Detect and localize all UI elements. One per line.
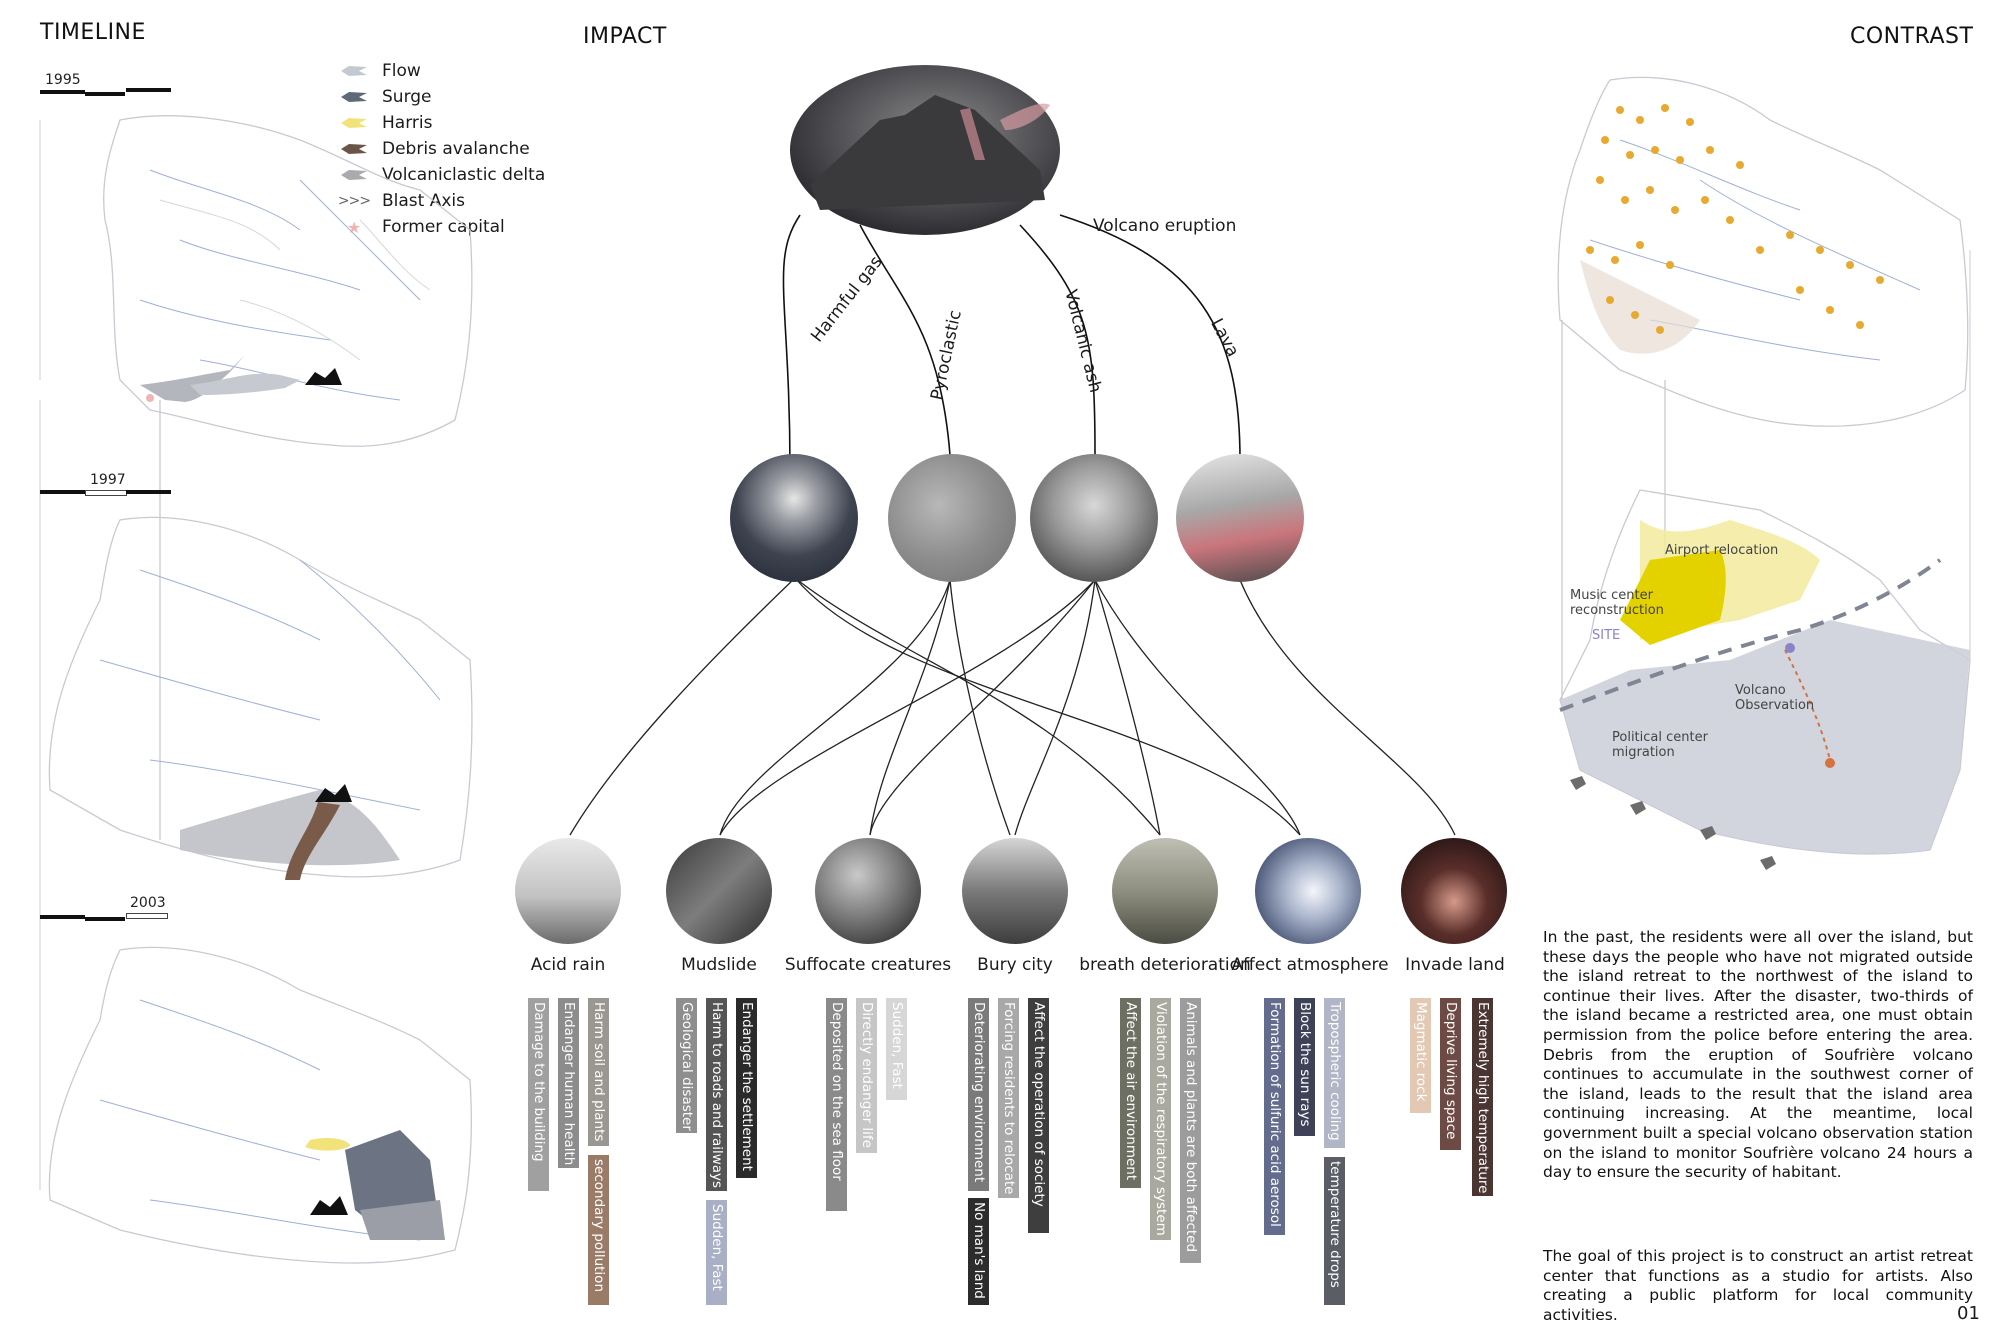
year-label-2003: 2003 bbox=[130, 895, 166, 911]
volcanic-ash-photo bbox=[1030, 454, 1158, 582]
legend-label: Former capital bbox=[382, 217, 505, 237]
impact-tag: Deprive living space bbox=[1440, 998, 1461, 1150]
map-zoning bbox=[1559, 489, 1971, 870]
map-label-music-center: Music center reconstruction bbox=[1570, 588, 1664, 618]
impact-tag: Sudden, Fast bbox=[706, 1200, 727, 1305]
year-bar bbox=[126, 88, 171, 92]
year-bar bbox=[126, 913, 168, 919]
impact-tag: Deposited on the sea floor bbox=[826, 998, 847, 1211]
impact-tag: Directly endanger life bbox=[856, 998, 877, 1153]
description-paragraph: In the past, the residents were all over… bbox=[1543, 928, 1973, 1182]
legend-label: Surge bbox=[382, 87, 432, 107]
impact-tag: secondary pollution bbox=[588, 1155, 609, 1305]
bury-city-photo bbox=[962, 838, 1068, 944]
contrast-maps bbox=[1557, 76, 1971, 870]
year-bar bbox=[40, 90, 85, 94]
impact-tag: Harm to roads and railways bbox=[706, 998, 727, 1191]
delta-arrow-icon bbox=[338, 168, 370, 182]
acid-rain-photo bbox=[515, 838, 621, 944]
impact-tag: Tropospheric cooling bbox=[1324, 998, 1345, 1148]
impact-tag: Damage to the building bbox=[528, 998, 549, 1191]
legend-item-blast: >>> Blast Axis bbox=[338, 188, 545, 214]
year-label-1997: 1997 bbox=[90, 472, 126, 488]
legend-label: Blast Axis bbox=[382, 191, 465, 211]
impact-tag: Forcing residents to relocate bbox=[998, 998, 1019, 1198]
suffocate-creatures-photo bbox=[815, 838, 921, 944]
timeline-heading: TIMELINE bbox=[40, 20, 146, 45]
year-bar bbox=[126, 490, 171, 494]
mudslide-photo bbox=[666, 838, 772, 944]
year-bar bbox=[85, 917, 125, 921]
impact-label-acid-rain: Acid rain bbox=[530, 955, 606, 975]
map-label-volcano-observation: Volcano Observation bbox=[1735, 683, 1815, 713]
flow-arrow-icon bbox=[338, 64, 370, 78]
volcano-photo bbox=[790, 65, 1060, 235]
impact-label-mudslide: Mudslide bbox=[681, 955, 757, 975]
impact-tag: Harm soil and plants bbox=[588, 998, 609, 1146]
volcano-eruption-label: Volcano eruption bbox=[1093, 216, 1237, 236]
legend-label: Volcaniclastic delta bbox=[382, 165, 546, 185]
impact-label-bury-city: Bury city bbox=[977, 955, 1053, 975]
impact-tag: Endanger the settlement bbox=[736, 998, 757, 1178]
legend-item-delta: Volcaniclastic delta bbox=[338, 162, 545, 188]
debris-arrow-icon bbox=[338, 142, 370, 156]
legend-label: Flow bbox=[382, 61, 421, 81]
legend-item-harris: Harris bbox=[338, 110, 545, 136]
impact-label-breath-deterioration: breath deterioration bbox=[1079, 955, 1251, 975]
star-icon: ★ bbox=[346, 217, 362, 237]
impact-tag: Block the sun rays bbox=[1294, 998, 1315, 1136]
legend-item-flow: Flow bbox=[338, 58, 545, 84]
impact-tag: Extremely high temperature bbox=[1472, 998, 1493, 1196]
impact-tag: Affect the air environment bbox=[1120, 998, 1141, 1188]
year-bar bbox=[85, 92, 125, 96]
map-label-political-center: Political center migration bbox=[1612, 730, 1708, 760]
legend-label: Debris avalanche bbox=[382, 139, 530, 159]
impact-tag: Endanger human health bbox=[558, 998, 579, 1168]
year-bar bbox=[40, 490, 85, 494]
breath-deterioration-photo bbox=[1112, 838, 1218, 944]
surge-arrow-icon bbox=[338, 90, 370, 104]
year-bar bbox=[40, 915, 85, 919]
harris-arrow-icon bbox=[338, 116, 370, 130]
timeline-maps bbox=[39, 115, 473, 1264]
impact-tag: Affect the operation of society bbox=[1028, 998, 1049, 1233]
impact-label-suffocate-creatures: Suffocate creatures bbox=[784, 955, 952, 975]
page-number: 01 bbox=[1957, 1303, 1980, 1324]
impact-label-invade-land: Invade land bbox=[1405, 955, 1505, 975]
map-1997 bbox=[48, 516, 473, 880]
impact-tag: Deteriorating environment bbox=[968, 998, 989, 1191]
map-settlements bbox=[1557, 76, 1969, 427]
impact-tag: Animals and plants are both affected bbox=[1180, 998, 1201, 1263]
impact-tag: Violation of the respiratory system bbox=[1150, 998, 1171, 1240]
affect-atmosphere-photo bbox=[1255, 838, 1361, 944]
map-label-site: SITE bbox=[1592, 628, 1621, 643]
impact-heading: IMPACT bbox=[583, 24, 667, 49]
map-2003 bbox=[48, 946, 472, 1264]
map-label-airport: Airport relocation bbox=[1665, 543, 1779, 558]
map-1995 bbox=[103, 115, 473, 447]
year-label-1995: 1995 bbox=[45, 72, 81, 88]
impact-tag: Magmatic rock bbox=[1410, 998, 1431, 1113]
impact-tag: temperature drops bbox=[1324, 1157, 1345, 1305]
lava-photo bbox=[1176, 454, 1304, 582]
legend: Flow Surge Harris Debris avalanche Volca… bbox=[338, 58, 545, 240]
chevrons-icon: >>> bbox=[337, 193, 371, 209]
pyroclastic-photo bbox=[888, 454, 1016, 582]
impact-tag: No man's land bbox=[968, 1198, 989, 1305]
impact-tag: Formation of sulfuric acid aerosol bbox=[1264, 998, 1285, 1235]
impact-tag: Sudden, Fast bbox=[886, 998, 907, 1100]
impact-tag: Geological disaster bbox=[676, 998, 697, 1133]
goal-paragraph: The goal of this project is to construct… bbox=[1543, 1247, 1973, 1324]
invade-land-photo bbox=[1401, 838, 1507, 944]
contrast-heading: CONTRAST bbox=[1850, 24, 1974, 49]
legend-item-surge: Surge bbox=[338, 84, 545, 110]
harmful-gas-photo bbox=[730, 454, 858, 582]
legend-item-debris: Debris avalanche bbox=[338, 136, 545, 162]
legend-label: Harris bbox=[382, 113, 433, 133]
impact-label-affect-atmosphere: Affect atmosphere bbox=[1231, 955, 1389, 975]
legend-item-capital: ★ Former capital bbox=[338, 214, 545, 240]
